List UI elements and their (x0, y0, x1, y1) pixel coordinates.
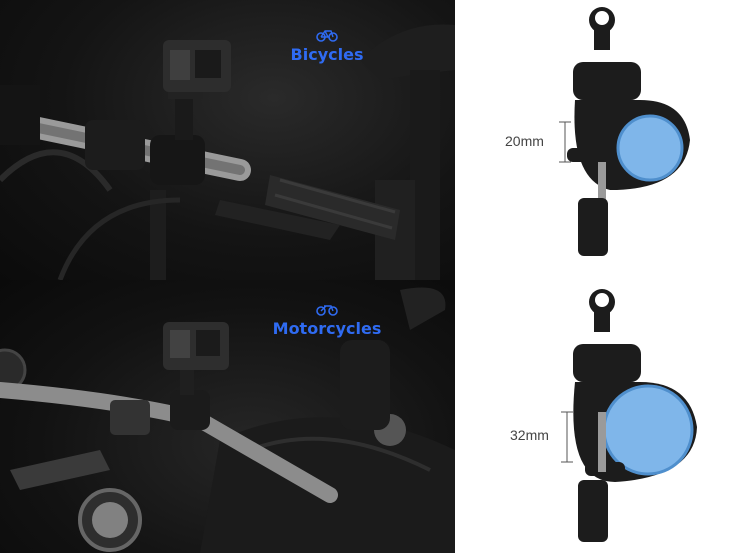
mount-32mm-dimension: 32mm (510, 427, 549, 443)
mount-20mm-dimension: 20mm (505, 133, 544, 149)
mount-32mm-image (561, 289, 697, 542)
motorcycle-scene (0, 287, 455, 553)
bicycle-icon (316, 30, 338, 42)
motorcycles-text: Motorcycles (272, 319, 382, 338)
bicycle-photo: Bicycles (0, 0, 455, 280)
mount-diagrams: 20mm 32mm (455, 0, 750, 553)
motorcycle-photo: Motorcycles (0, 280, 455, 553)
bicycle-scene (0, 24, 455, 280)
motorcycle-icon (316, 305, 338, 316)
bicycles-label: Bicycles (290, 28, 364, 64)
bicycles-text: Bicycles (290, 45, 364, 64)
motorcycles-label: Motorcycles (272, 302, 382, 338)
mount-20mm-image (559, 7, 690, 256)
